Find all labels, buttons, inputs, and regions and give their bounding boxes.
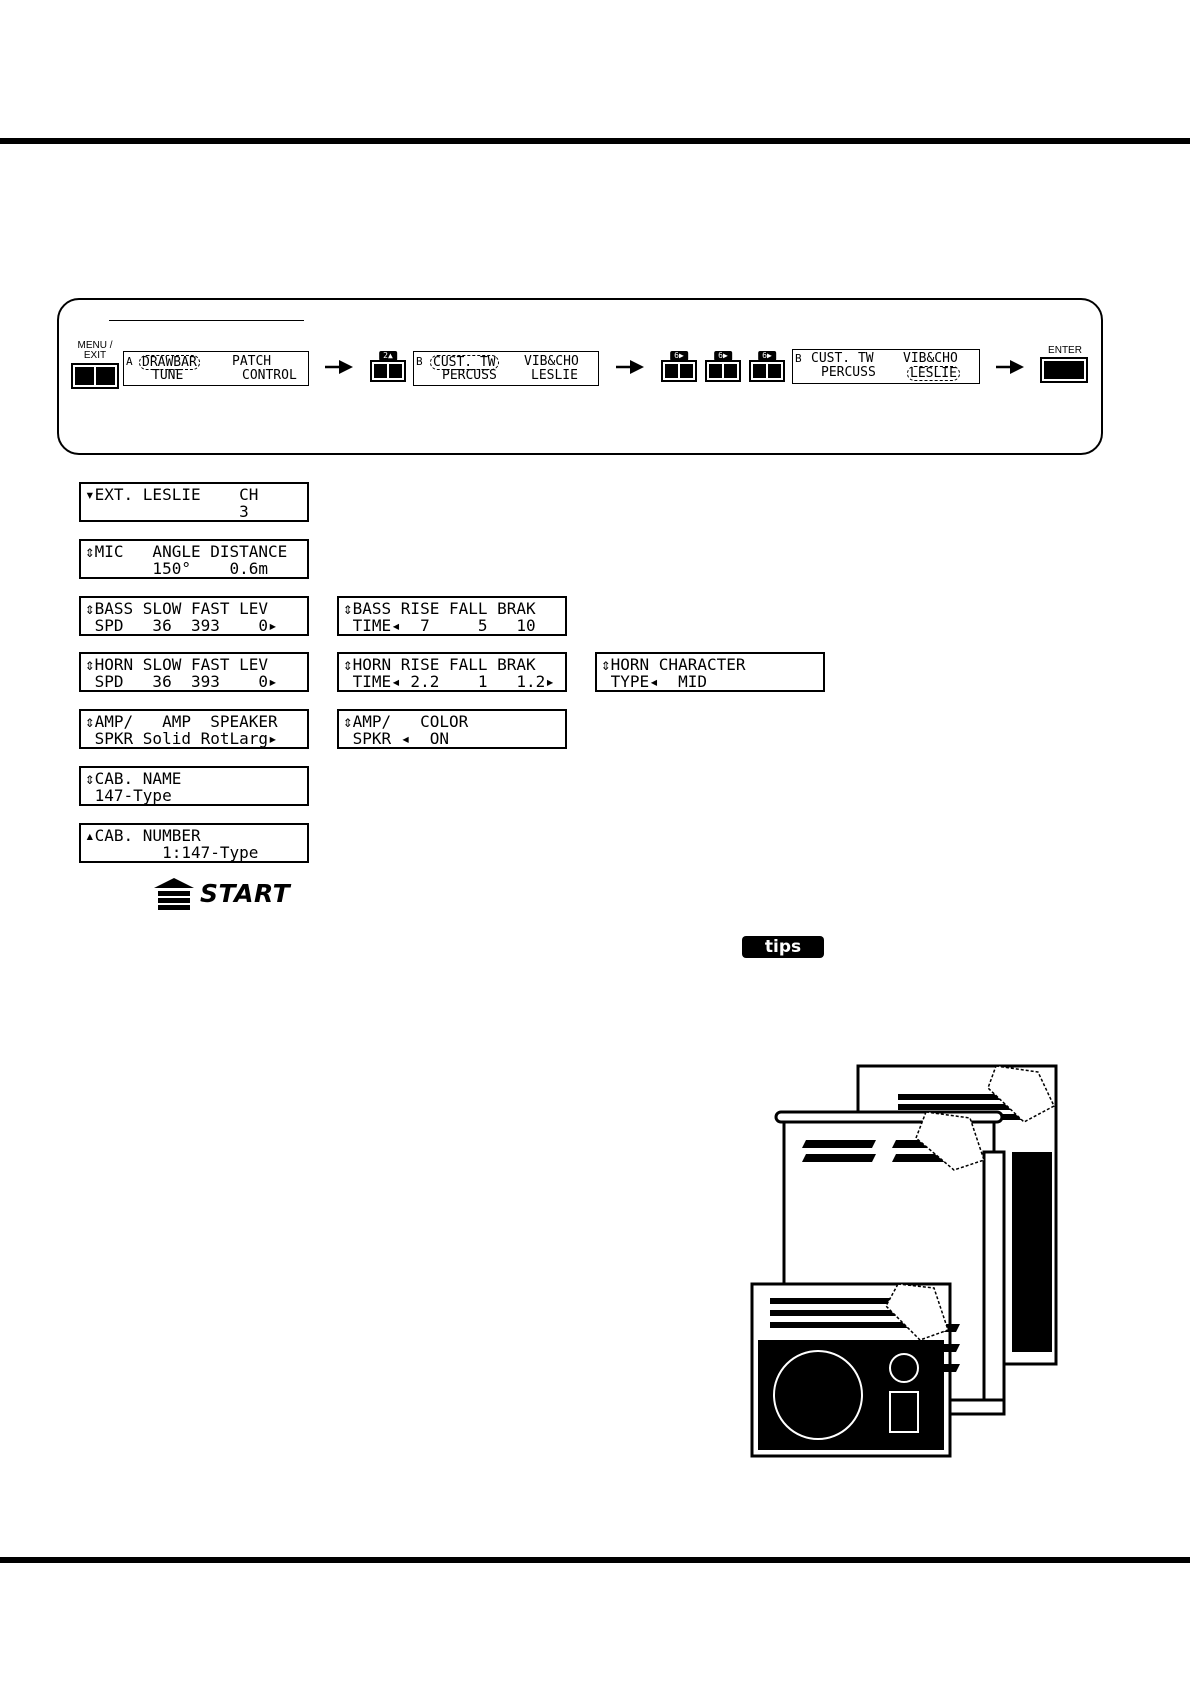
tips-badge: tips [742, 936, 824, 958]
lcd-horn-time: ⇕HORN RISE FALL BRAK TIME◂ 2.2 1 1.2▸ [337, 652, 567, 692]
lcd-horn-character: ⇕HORN CHARACTER TYPE◂ MID [595, 652, 825, 692]
enter-button[interactable] [1040, 357, 1088, 383]
lcd-menu-page-b: B CUST. TW VIB&CHO PERCUSS LESLIE [413, 351, 599, 386]
menu-exit-label: MENU / EXIT [72, 341, 118, 361]
lcd-line1: ⇕MIC ANGLE DISTANCE [85, 542, 288, 561]
lcd-horn-speed: ⇕HORN SLOW FAST LEV SPD 36 393 0▸ [79, 652, 309, 692]
lcd-line2: 1:147-Type [85, 843, 259, 862]
lcd-line2: TYPE◂ MID [601, 672, 707, 691]
number-6-button[interactable]: 6▶ [705, 351, 741, 382]
menu-item-cust-tw: CUST. TW [811, 351, 874, 366]
menu-exit-button[interactable] [71, 363, 119, 389]
menu-exit-label-line2: EXIT [83, 350, 107, 361]
lcd-line1: ⇕CAB. NAME [85, 769, 182, 788]
menu-item-leslie: LESLIE [531, 368, 578, 383]
arrow-right-icon [616, 360, 644, 374]
lcd-bass-speed: ⇕BASS SLOW FAST LEV SPD 36 393 0▸ [79, 596, 309, 636]
lcd-line1: ⇕AMP/ COLOR [343, 712, 469, 731]
menu-item-vib-cho: VIB&CHO [524, 354, 579, 369]
lcd-line1: ⇕BASS SLOW FAST LEV [85, 599, 269, 618]
key-6-tag: 6▶ [714, 351, 732, 361]
menu-item-control: CONTROL [242, 368, 297, 383]
page-letter: A [126, 355, 133, 368]
page-letter: B [795, 352, 802, 365]
lcd-line2: SPD 36 393 0▸ [85, 672, 278, 691]
procedure-panel [57, 298, 1103, 455]
lcd-line2: TIME◂ 7 5 10 [343, 616, 536, 635]
lcd-line1: ▾EXT. LESLIE CH [85, 485, 259, 504]
menu-item-percuss: PERCUSS [821, 365, 876, 380]
number-2-button[interactable]: 2▲ [370, 351, 406, 382]
lcd-menu-page-a: A DRAWBAR PATCH TUNE CONTROL [123, 351, 309, 386]
menu-item-leslie: LESLIE [907, 366, 960, 381]
menu-exit-label-line1: MENU / [77, 340, 113, 351]
number-6-button[interactable]: 6▶ [661, 351, 697, 382]
lcd-line2: SPKR Solid RotLarg▸ [85, 729, 278, 748]
lcd-amp-speaker: ⇕AMP/ AMP SPEAKER SPKR Solid RotLarg▸ [79, 709, 309, 749]
key-6-tag: 6▶ [758, 351, 776, 361]
page-letter: B [416, 355, 423, 368]
lcd-line2: SPD 36 393 0▸ [85, 616, 278, 635]
enter-label: ENTER [1048, 345, 1082, 356]
arrow-right-icon [325, 360, 353, 374]
lcd-line2: TIME◂ 2.2 1 1.2▸ [343, 672, 555, 691]
lcd-line1: ⇕HORN SLOW FAST LEV [85, 655, 269, 674]
lcd-line2: 3 [85, 502, 249, 521]
lcd-line1: ⇕HORN CHARACTER [601, 655, 746, 674]
number-6-button[interactable]: 6▶ [749, 351, 785, 382]
lcd-line1: ▴CAB. NUMBER [85, 826, 201, 845]
key-2-tag: 2▲ [379, 351, 397, 361]
lcd-line2: 147-Type [85, 786, 172, 805]
lcd-bass-time: ⇕BASS RISE FALL BRAK TIME◂ 7 5 10 [337, 596, 567, 636]
bottom-rule [0, 1557, 1190, 1563]
top-rule [0, 138, 1190, 144]
start-arrow-icon [154, 878, 194, 910]
lcd-menu-page-b-leslie: B CUST. TW VIB&CHO PERCUSS LESLIE [792, 349, 980, 384]
menu-item-drawbar: DRAWBAR [139, 355, 200, 370]
lcd-cab-number: ▴CAB. NUMBER 1:147-Type [79, 823, 309, 863]
menu-item-percuss: PERCUSS [442, 368, 497, 383]
lcd-line1: ⇕BASS RISE FALL BRAK [343, 599, 536, 618]
menu-item-tune: TUNE [152, 368, 184, 383]
lcd-amp-color: ⇕AMP/ COLOR SPKR ◂ ON [337, 709, 567, 749]
panel-heading-line [109, 320, 304, 321]
leslie-cabinets-illustration [750, 1064, 1058, 1458]
lcd-line1: ⇕HORN RISE FALL BRAK [343, 655, 536, 674]
menu-item-patch: PATCH [232, 354, 272, 369]
start-label: START [200, 879, 291, 908]
lcd-line2: SPKR ◂ ON [343, 729, 449, 748]
menu-item-vib-cho: VIB&CHO [903, 351, 958, 366]
lcd-ext-leslie: ▾EXT. LESLIE CH 3 [79, 482, 309, 522]
lcd-mic: ⇕MIC ANGLE DISTANCE 150° 0.6m [79, 539, 309, 579]
key-6-tag: 6▶ [670, 351, 688, 361]
arrow-right-icon [996, 360, 1024, 374]
menu-item-cust-tw: CUST. TW [430, 355, 499, 370]
lcd-line2: 150° 0.6m [85, 559, 269, 578]
lcd-line1: ⇕AMP/ AMP SPEAKER [85, 712, 278, 731]
lcd-cab-name: ⇕CAB. NAME 147-Type [79, 766, 309, 806]
